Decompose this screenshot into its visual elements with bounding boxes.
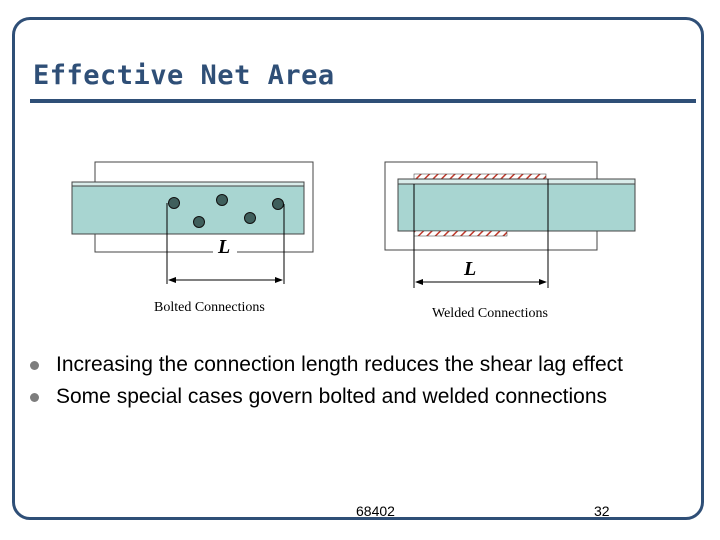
- bolt: [168, 197, 180, 209]
- bullet-dot-icon: [30, 361, 39, 370]
- title-underline: [30, 99, 696, 103]
- bolt: [193, 216, 205, 228]
- welded-length-label: L: [463, 258, 476, 280]
- bolted-length-label: L: [217, 236, 230, 258]
- bolt: [216, 194, 228, 206]
- bullet-item: Some special cases govern bolted and wel…: [30, 384, 623, 410]
- bolted-caption: Bolted Connections: [154, 300, 265, 315]
- bolted-member-top-edge: [71, 181, 305, 187]
- bullet-item: Increasing the connection length reduces…: [30, 352, 623, 378]
- weld-bead-top: [413, 173, 547, 180]
- page-number: 32: [594, 503, 610, 519]
- welded-connection-figure: L: [384, 161, 636, 288]
- bullet-text: Some special cases govern bolted and wel…: [56, 385, 608, 408]
- slide-frame: [12, 17, 704, 520]
- dimension-arrowhead: [275, 277, 283, 283]
- bolted-member: [71, 185, 305, 235]
- bolt: [244, 212, 256, 224]
- bullet-text: Increasing the connection length reduces…: [56, 353, 623, 376]
- bullet-dot-icon: [30, 393, 39, 402]
- dimension-arrowhead: [415, 279, 423, 285]
- welded-member: [397, 183, 636, 232]
- bolted-connection-figure: L: [71, 161, 314, 284]
- bullet-list: Increasing the connection length reduces…: [30, 352, 623, 416]
- weld-bead-bottom: [413, 230, 508, 237]
- footer-code: 68402: [356, 503, 395, 519]
- dimension-arrowhead: [168, 277, 176, 283]
- welded-caption: Welded Connections: [432, 306, 548, 321]
- dimension-arrowhead: [539, 279, 547, 285]
- slide-title: Effective Net Area: [33, 60, 335, 91]
- bolt: [272, 198, 284, 210]
- welded-member-top-edge: [397, 178, 636, 185]
